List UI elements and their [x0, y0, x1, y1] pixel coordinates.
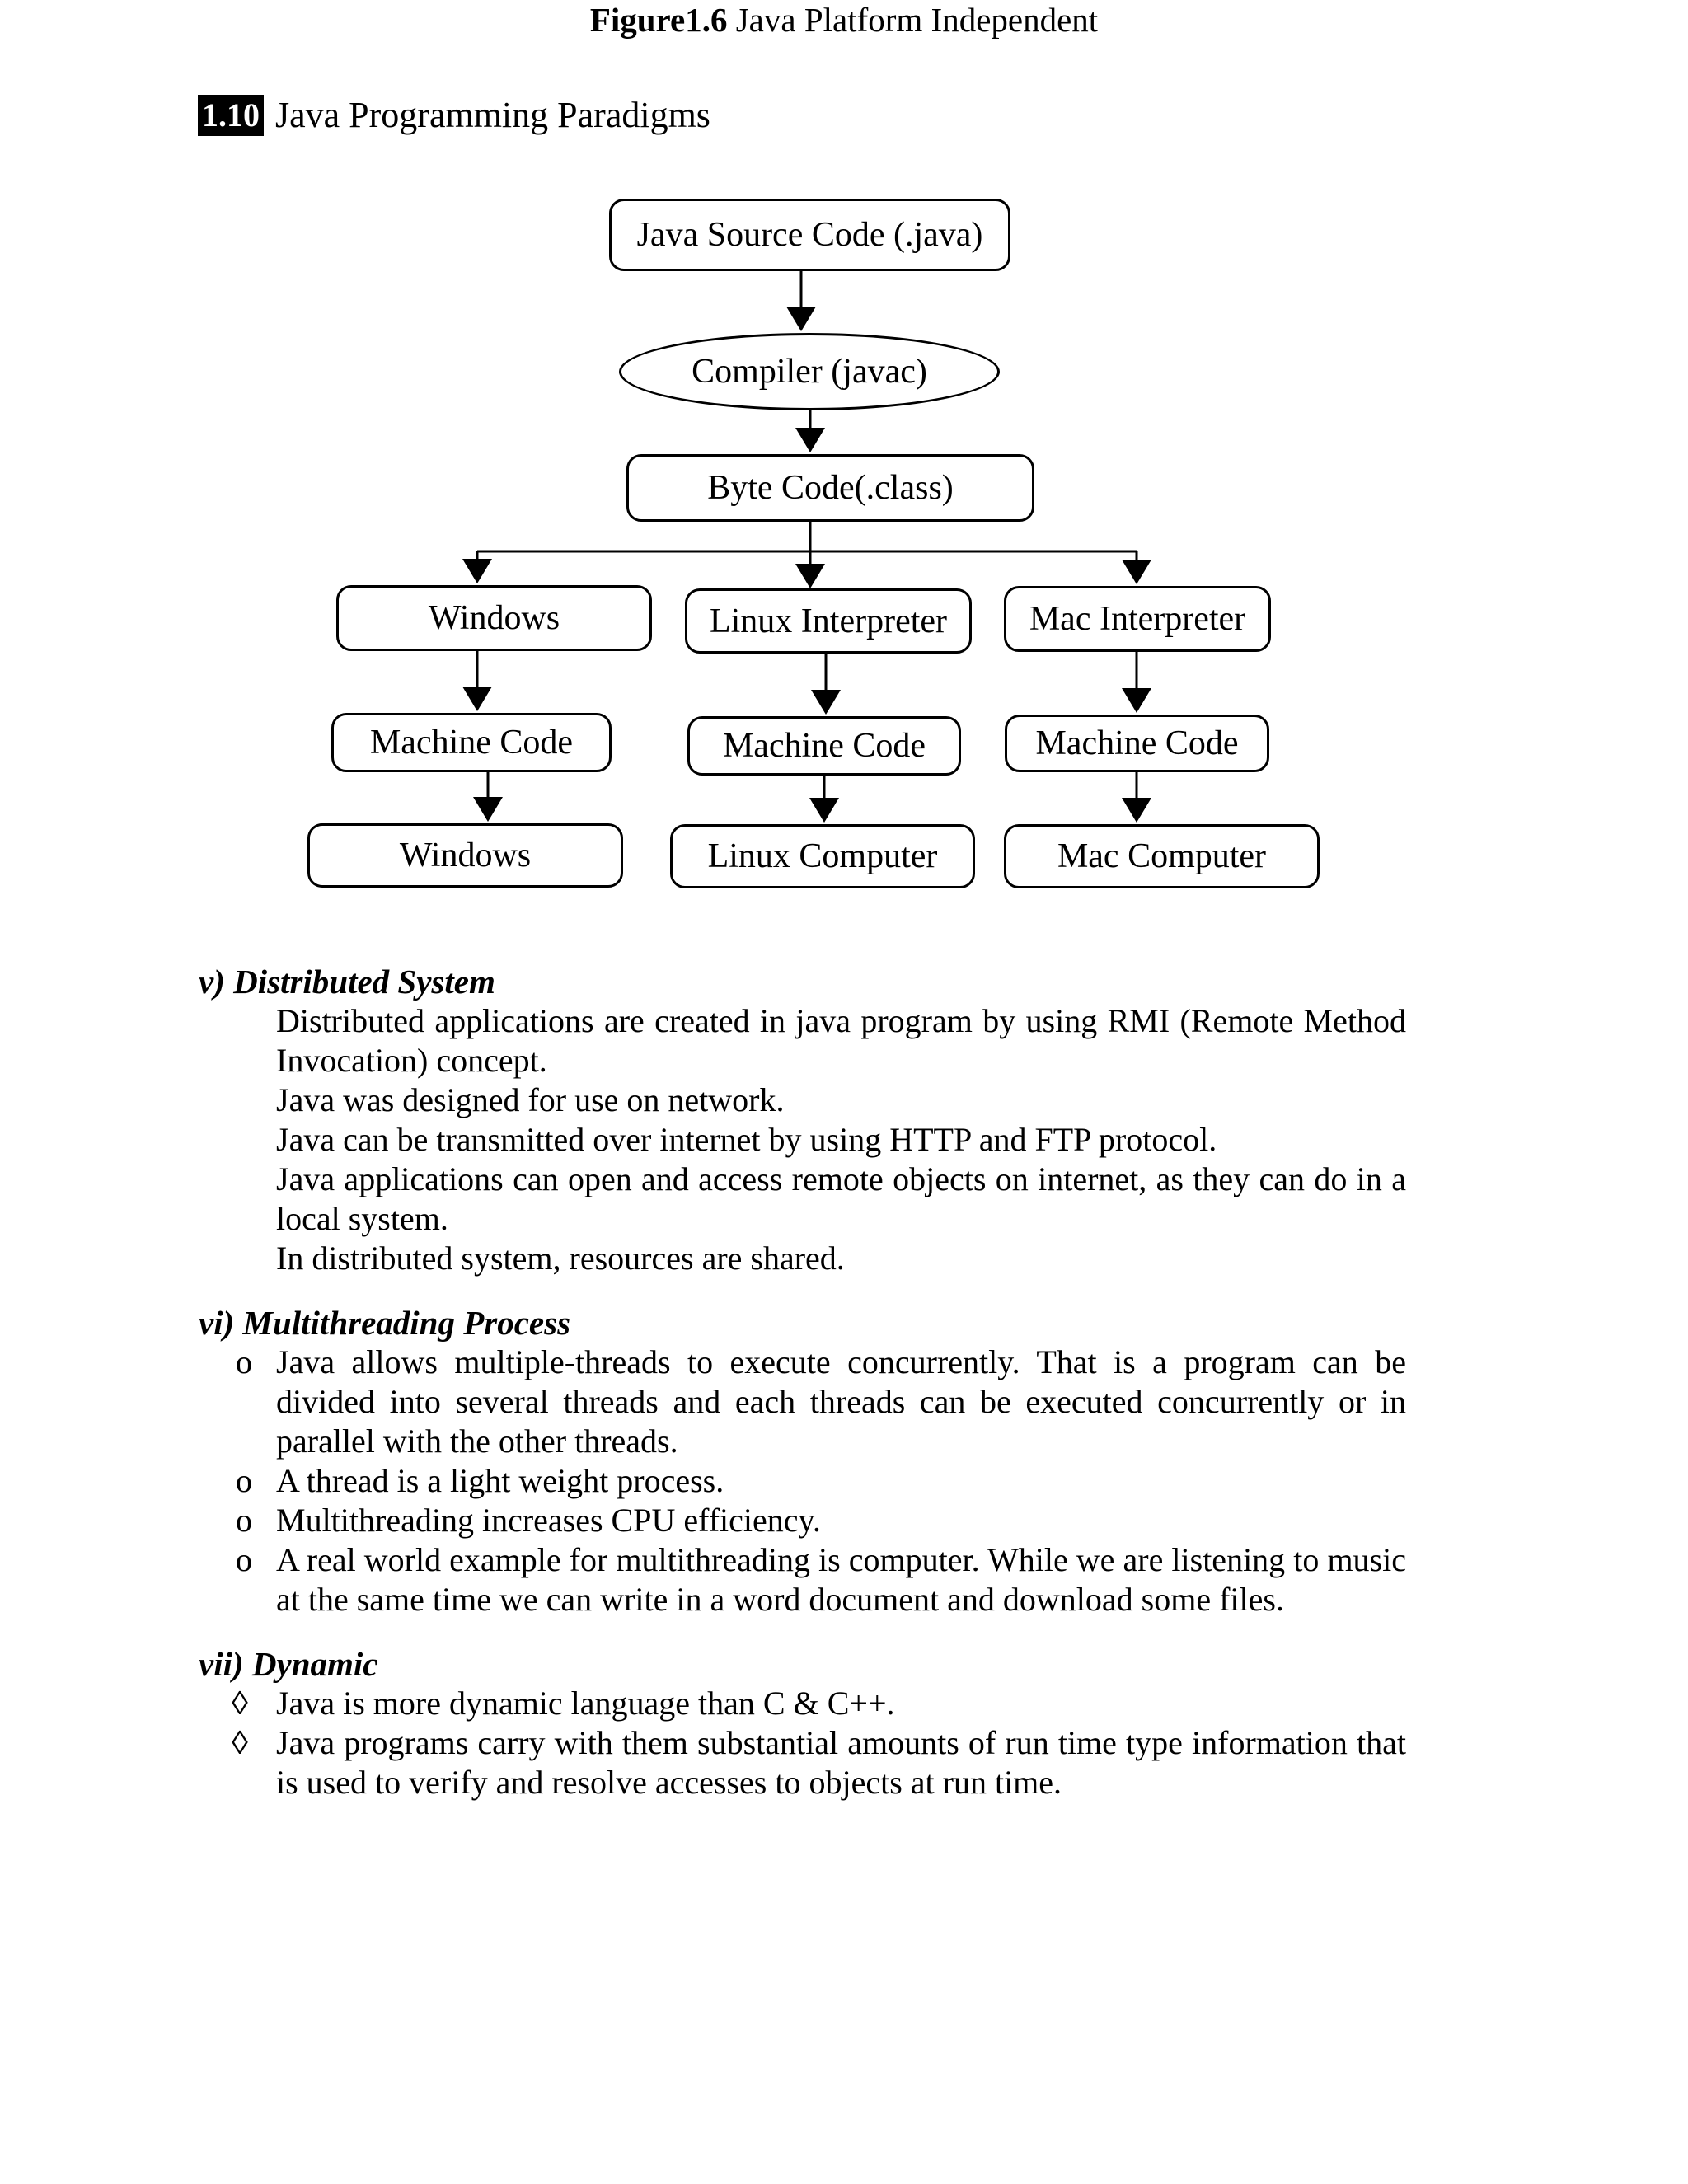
figure-caption-label: Figure1.6 [589, 1, 728, 39]
list-item: o Java allows multiple-threads to execut… [199, 1343, 1406, 1461]
section-heading: vi) Multithreading Process [199, 1304, 571, 1342]
node-machine-code-windows: Machine Code [331, 713, 612, 772]
circle-bullet-icon: o [236, 1541, 252, 1578]
section-dynamic: vii) Dynamic ◊ Java is more dynamic lang… [199, 1644, 1406, 1802]
diamond-bullet-icon: ◊ [232, 1724, 248, 1761]
diamond-bullet-icon: ◊ [232, 1685, 248, 1722]
node-mac-computer: Mac Computer [1004, 824, 1320, 888]
body-content: v) Distributed System Distributed applic… [199, 962, 1406, 1802]
circle-bullet-icon: o [236, 1462, 252, 1499]
node-linux-interpreter: Linux Interpreter [685, 588, 972, 654]
section-number-badge: 1.10 [198, 94, 264, 136]
list-item-text: Java allows multiple-threads to execute … [276, 1343, 1406, 1460]
circle-bullet-icon: o [236, 1502, 252, 1539]
list-item-text: A real world example for multithreading … [276, 1541, 1406, 1618]
paragraph: Java can be transmitted over internet by… [276, 1121, 1217, 1158]
list-item: o A real world example for multithreadin… [199, 1540, 1406, 1619]
page-title: Java Programming Paradigms [275, 95, 710, 135]
node-compiler: Compiler (javac) [619, 333, 1000, 410]
section-multithreading-process: vi) Multithreading Process o Java allows… [199, 1303, 1406, 1619]
node-windows-interpreter: Windows [336, 585, 652, 651]
section-heading: v) Distributed System [199, 963, 495, 1001]
paragraph: Java applications can open and access re… [276, 1160, 1406, 1237]
page-header: 1.10 Java Programming Paradigms [198, 94, 710, 136]
figure-caption-text: Java Platform Independent [727, 1, 1099, 39]
list-item: ◊ Java is more dynamic language than C &… [199, 1684, 1406, 1723]
list-item-text: A thread is a light weight process. [276, 1462, 724, 1499]
list-item-text: Multithreading increases CPU efficiency. [276, 1502, 821, 1539]
paragraph: Java was designed for use on network. [276, 1081, 785, 1118]
node-java-source-code: Java Source Code (.java) [609, 199, 1010, 271]
list-item: ◊ Java programs carry with them substant… [199, 1723, 1406, 1802]
list-item-text: Java is more dynamic language than C & C… [276, 1685, 895, 1722]
circle-bullet-icon: o [236, 1343, 252, 1380]
paragraph: Distributed applications are created in … [276, 1002, 1406, 1079]
paragraph: In distributed system, resources are sha… [276, 1240, 845, 1277]
node-windows-computer: Windows [307, 823, 623, 888]
node-linux-computer: Linux Computer [670, 824, 975, 888]
node-machine-code-linux: Machine Code [687, 716, 961, 776]
figure-caption: Figure1.6 Java Platform Independent [0, 0, 1688, 40]
node-byte-code: Byte Code(.class) [626, 454, 1034, 522]
node-mac-interpreter: Mac Interpreter [1004, 586, 1271, 652]
section-heading: vii) Dynamic [199, 1645, 378, 1683]
list-item: o A thread is a light weight process. [199, 1461, 1406, 1501]
node-machine-code-mac: Machine Code [1005, 715, 1269, 772]
list-item: o Multithreading increases CPU efficienc… [199, 1501, 1406, 1540]
section-distributed-system: v) Distributed System Distributed applic… [199, 962, 1406, 1278]
list-item-text: Java programs carry with them substantia… [276, 1724, 1406, 1801]
